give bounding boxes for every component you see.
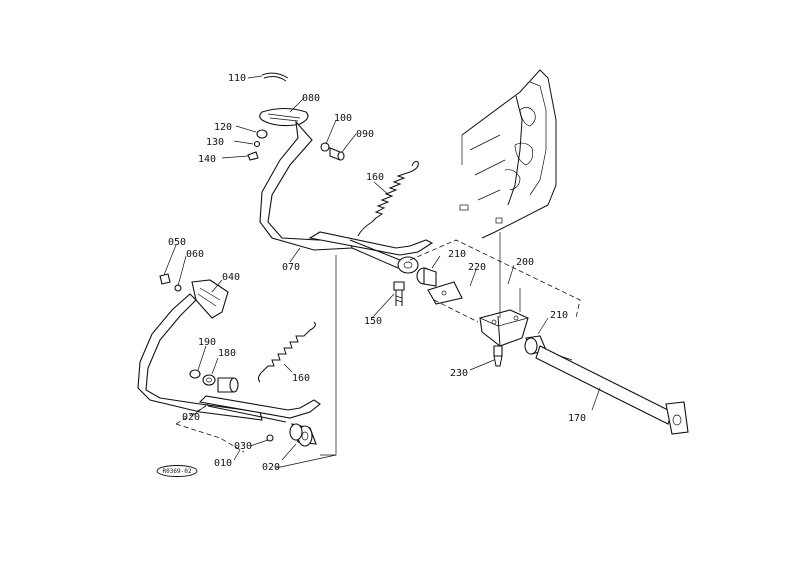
transmission-housing xyxy=(459,69,557,239)
label-100: 100 xyxy=(334,113,352,124)
label-210-lower: 210 xyxy=(550,310,568,321)
label-040: 040 xyxy=(222,272,240,283)
label-080: 080 xyxy=(302,93,320,104)
label-210-upper: 210 xyxy=(448,249,466,260)
assembly-outlines xyxy=(175,239,581,469)
label-120: 120 xyxy=(214,122,232,133)
label-020-lower: 020 xyxy=(262,462,280,473)
leader-lines xyxy=(163,75,601,461)
label-170: 170 xyxy=(568,413,586,424)
drawing-code: R0369-02 xyxy=(163,468,192,475)
label-010: 010 xyxy=(214,458,232,469)
brake-pedal-upper xyxy=(247,72,434,306)
label-090: 090 xyxy=(356,129,374,140)
brake-pedal-lower xyxy=(137,273,321,447)
label-200: 200 xyxy=(516,257,534,268)
label-060: 060 xyxy=(186,249,204,260)
label-190: 190 xyxy=(198,337,216,348)
label-050: 050 xyxy=(168,237,186,248)
label-130: 130 xyxy=(206,137,224,148)
label-020-upper: 020 xyxy=(182,412,200,423)
label-070: 070 xyxy=(282,262,300,273)
cross-shaft-assembly xyxy=(416,232,689,435)
label-140: 140 xyxy=(198,154,216,165)
label-160-lower: 160 xyxy=(292,373,310,384)
label-230: 230 xyxy=(450,368,468,379)
label-150: 150 xyxy=(364,316,382,327)
label-030: 030 xyxy=(234,441,252,452)
part-labels: 110 080 120 130 140 100 090 160 070 050 … xyxy=(168,73,586,473)
label-110: 110 xyxy=(228,73,246,84)
label-160-upper: 160 xyxy=(366,172,384,183)
label-180: 180 xyxy=(218,348,236,359)
label-220: 220 xyxy=(468,262,486,273)
drawing-code-badge: R0369-02 xyxy=(156,465,198,477)
